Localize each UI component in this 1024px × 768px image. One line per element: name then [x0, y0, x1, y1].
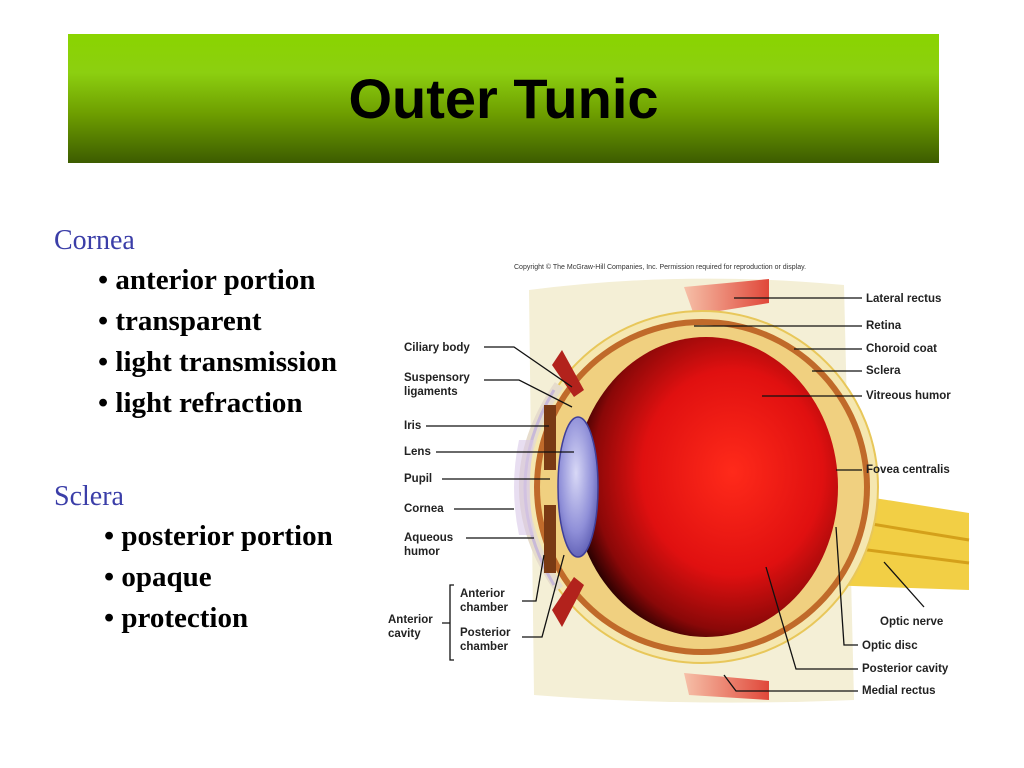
label-medial-rectus: Medial rectus: [862, 685, 936, 697]
label-ciliary-body: Ciliary body: [404, 342, 470, 354]
label-lateral-rectus: Lateral rectus: [866, 293, 941, 305]
label-vitreous-humor: Vitreous humor: [866, 390, 951, 402]
label-cornea: Cornea: [404, 503, 444, 515]
cornea-bullet: • anterior portion: [98, 264, 316, 296]
iris-lower: [544, 505, 556, 573]
label-pupil: Pupil: [404, 473, 432, 485]
label-aqueous-2: humor: [404, 546, 440, 558]
sclera-bullet: • opaque: [104, 561, 212, 593]
label-posterior-chamber-1: Posterior: [460, 627, 511, 639]
label-anterior-chamber-2: chamber: [460, 602, 508, 614]
ciliary-body-lower: [552, 577, 584, 627]
lens-shape: [557, 416, 599, 558]
eye-diagram: Copyright © The McGraw-Hill Companies, I…: [388, 263, 970, 703]
cornea-heading: Cornea: [54, 225, 135, 256]
cornea-bullet: • light refraction: [98, 387, 303, 419]
label-posterior-chamber-2: chamber: [460, 641, 508, 653]
ciliary-body-upper: [552, 350, 584, 397]
sclera-bullet: • protection: [104, 602, 249, 634]
medial-rectus-muscle: [684, 673, 769, 700]
label-optic-disc: Optic disc: [862, 640, 918, 652]
sclera-bullet: • posterior portion: [104, 520, 333, 552]
label-posterior-cavity: Posterior cavity: [862, 663, 949, 675]
label-lens: Lens: [404, 446, 431, 458]
title-bar: Outer Tunic: [68, 34, 939, 163]
label-aqueous-1: Aqueous: [404, 532, 453, 544]
vitreous-body: [574, 337, 838, 637]
label-anterior-chamber-1: Anterior: [460, 588, 505, 600]
lateral-rectus-muscle: [684, 279, 769, 315]
cornea-bullet: • light transmission: [98, 346, 337, 378]
label-choroid-coat: Choroid coat: [866, 343, 937, 355]
label-suspensory-1: Suspensory: [404, 372, 470, 384]
label-suspensory-2: ligaments: [404, 386, 458, 398]
cornea-bullet: • transparent: [98, 305, 262, 337]
sclera-heading: Sclera: [54, 481, 124, 512]
label-iris: Iris: [404, 420, 421, 432]
label-anterior-cavity-1: Anterior: [388, 614, 433, 626]
slide-title: Outer Tunic: [348, 67, 659, 130]
iris-upper: [544, 405, 556, 470]
copyright-note: Copyright © The McGraw-Hill Companies, I…: [514, 263, 806, 271]
label-optic-nerve: Optic nerve: [880, 616, 943, 628]
label-anterior-cavity-2: cavity: [388, 628, 421, 640]
label-fovea-centralis: Fovea centralis: [866, 464, 950, 476]
label-sclera: Sclera: [866, 365, 901, 377]
label-retina: Retina: [866, 320, 902, 332]
